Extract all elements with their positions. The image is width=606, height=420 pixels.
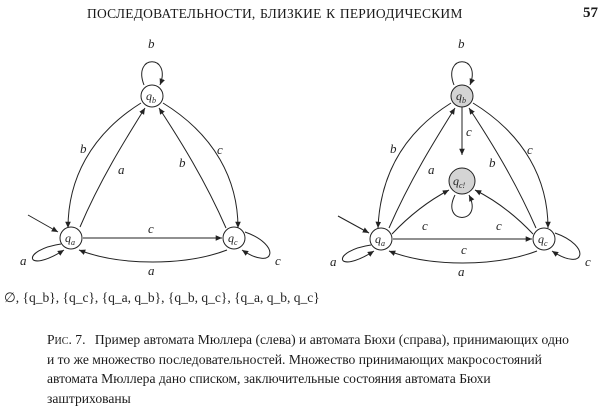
buchi-label-qc-qb-inner: b xyxy=(489,155,496,170)
muller-state-qb-label: b xyxy=(152,96,156,105)
muller-state-qb-q: q xyxy=(146,89,152,103)
buchi-state-qcprime-label: c! xyxy=(459,181,466,190)
buchi-state-qc-label: c xyxy=(544,239,548,248)
buchi-label-qb-qcprime: c xyxy=(466,124,472,139)
muller-automaton xyxy=(27,61,271,263)
automata-figure: qb qa qc b b a b c c a a c xyxy=(20,36,591,279)
figure-caption: Рис. 7. Пример автомата Мюллера (слева) … xyxy=(47,330,577,408)
buchi-label-qc-loop: c xyxy=(585,254,591,269)
muller-label-qc-qb-inner: b xyxy=(179,155,186,170)
muller-label-qa-qb-inner: a xyxy=(118,162,125,177)
buchi-state-qb-q: q xyxy=(456,89,462,103)
muller-edge-qb-loop xyxy=(141,61,165,86)
svg-text:qa: qa xyxy=(375,232,385,248)
buchi-automaton xyxy=(337,61,581,264)
svg-text:qb: qb xyxy=(456,89,466,105)
buchi-edge-qb-loop xyxy=(451,61,475,86)
muller-edge-qa-loop xyxy=(31,243,65,262)
buchi-label-qc-qcprime: c xyxy=(496,218,502,233)
muller-label-qc-loop: c xyxy=(275,253,281,268)
buchi-edge-qc-qcprime xyxy=(474,189,534,235)
caption-text: Пример автомата Мюллера (слева) и автома… xyxy=(47,332,569,406)
buchi-label-qb-qa-outer: b xyxy=(390,141,397,156)
buchi-state-qcprime-q: q xyxy=(453,174,459,188)
muller-state-qc xyxy=(222,226,246,250)
muller-label-qb-loop: b xyxy=(148,36,155,51)
muller-label-qa-qc: c xyxy=(148,221,154,236)
svg-text:qc: qc xyxy=(228,231,238,247)
muller-accepting-macrostates: ∅, {q_b}, {q_c}, {q_a, q_b}, {q_b, q_c},… xyxy=(4,290,320,305)
buchi-label-qa-qb-inner: a xyxy=(428,162,435,177)
svg-text:qc: qc xyxy=(538,232,548,248)
buchi-edge-qb-qc-outer xyxy=(472,102,551,229)
muller-initial-arrow xyxy=(27,214,59,233)
buchi-edge-qcprime-loop xyxy=(451,194,475,218)
buchi-state-qa-label: a xyxy=(381,239,385,248)
muller-label-qa-loop: a xyxy=(20,253,27,268)
buchi-state-qa-q: q xyxy=(375,232,381,246)
muller-state-qa xyxy=(59,226,83,250)
muller-edge-qb-qa-outer xyxy=(65,102,142,229)
buchi-initial-arrow xyxy=(337,215,370,234)
muller-state-qa-q: q xyxy=(65,231,71,245)
muller-edge-qc-qa xyxy=(78,249,228,263)
muller-edge-qb-qc-outer xyxy=(162,102,241,229)
buchi-label-qb-qc-outer: c xyxy=(527,142,533,157)
caption-label: Рис. xyxy=(47,332,72,347)
buchi-label-qa-loop: a xyxy=(330,254,337,269)
buchi-label-qb-loop: b xyxy=(458,36,465,51)
buchi-edge-qb-qa-outer xyxy=(375,102,452,229)
buchi-state-qb-label: b xyxy=(462,96,466,105)
muller-state-qa-label: a xyxy=(71,238,75,247)
svg-text:qc!: qc! xyxy=(453,174,466,190)
caption-number: 7. xyxy=(75,332,86,347)
muller-label-qc-qa: a xyxy=(148,263,155,278)
muller-state-qc-label: c xyxy=(234,238,238,247)
buchi-label-qa-qcprime: c xyxy=(422,218,428,233)
buchi-edge-qa-loop xyxy=(341,244,375,263)
buchi-edge-qa-qb-inner xyxy=(388,107,456,229)
muller-label-qb-qa-outer: b xyxy=(80,141,87,156)
page-number: 57 xyxy=(583,5,598,21)
muller-edge-qc-loop xyxy=(241,231,271,259)
muller-edge-qc-qb-inner xyxy=(158,107,227,229)
buchi-label-qc-qa: a xyxy=(458,264,465,279)
muller-label-qb-qc-outer: c xyxy=(217,142,223,157)
svg-text:qb: qb xyxy=(146,89,156,105)
buchi-state-qc-q: q xyxy=(538,232,544,246)
buchi-state-qcprime xyxy=(448,167,476,195)
buchi-edge-qc-qb-inner xyxy=(468,107,537,229)
muller-state-qc-q: q xyxy=(228,231,234,245)
page-header: ПОСЛЕДОВАТЕЛЬНОСТИ, БЛИЗКИЕ К ПЕРИОДИЧЕС… xyxy=(0,0,606,28)
svg-text:qa: qa xyxy=(65,231,75,247)
buchi-state-qa xyxy=(369,227,393,251)
buchi-state-qc xyxy=(532,227,556,251)
buchi-label-qa-qc: c xyxy=(461,242,467,257)
buchi-state-qb xyxy=(450,84,474,108)
muller-state-qb xyxy=(140,84,164,108)
buchi-edge-qa-qcprime xyxy=(391,189,450,235)
buchi-edge-qc-loop xyxy=(551,232,581,260)
running-title: ПОСЛЕДОВАТЕЛЬНОСТИ, БЛИЗКИЕ К ПЕРИОДИЧЕС… xyxy=(87,6,463,21)
muller-edge-qa-qb-inner xyxy=(79,107,146,228)
buchi-edge-qc-qa xyxy=(388,250,538,264)
